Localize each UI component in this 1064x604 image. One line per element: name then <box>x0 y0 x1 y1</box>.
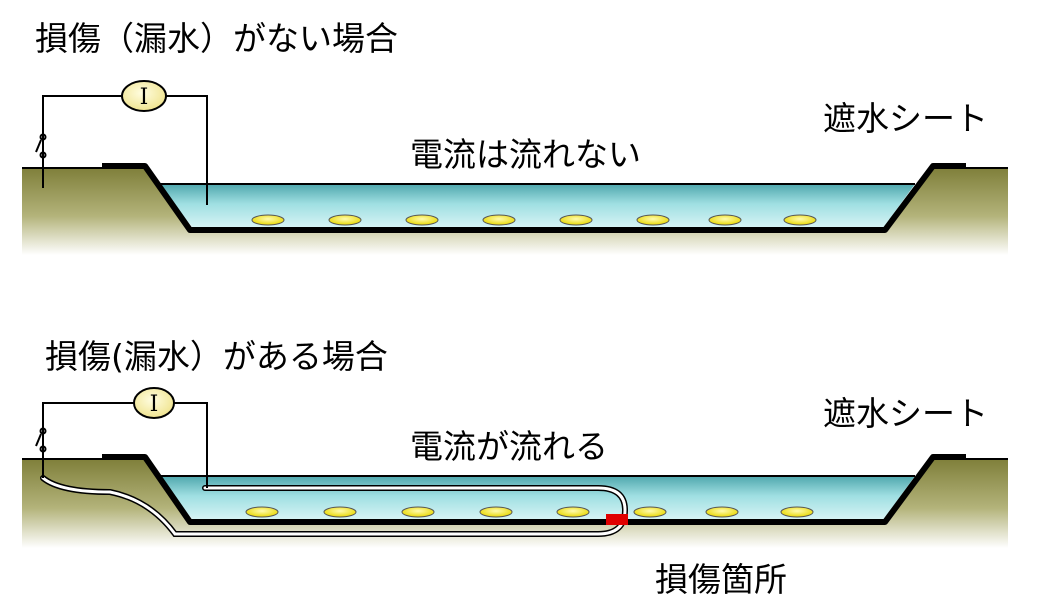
top-ammeter-icon: I <box>121 80 167 112</box>
electrode <box>405 214 439 226</box>
electrode <box>328 214 362 226</box>
bottom-ammeter-icon: I <box>133 387 175 419</box>
top-scene: I <box>22 80 1008 255</box>
top-switch-icon <box>35 128 47 188</box>
electrode <box>251 214 285 226</box>
svg-text:I: I <box>150 392 159 417</box>
electrode <box>482 214 516 226</box>
electrode <box>633 506 667 518</box>
bottom-scene: I <box>22 387 1008 548</box>
bottom-current-label: 電流が流れる <box>410 427 608 466</box>
electrode <box>783 214 817 226</box>
electrode <box>705 506 739 518</box>
svg-text:I: I <box>140 85 149 110</box>
top-sheet-label: 遮水シート <box>823 99 988 138</box>
top-ground <box>22 168 1008 255</box>
top-current-label: 電流は流れない <box>410 135 641 174</box>
electrode <box>559 214 593 226</box>
electrode <box>401 506 435 518</box>
top-title: 損傷（漏水）がない場合 <box>35 19 398 58</box>
bottom-sheet-label: 遮水シート <box>823 394 988 433</box>
electrode <box>245 506 279 518</box>
bottom-ground <box>22 459 1008 548</box>
top-electrodes <box>251 214 817 226</box>
damage-label: 損傷箇所 <box>655 560 787 599</box>
bottom-electrodes <box>245 506 814 518</box>
bottom-title: 損傷(漏水）がある場合 <box>45 337 388 376</box>
bottom-sheet <box>102 454 966 525</box>
electrode <box>556 506 590 518</box>
electrode <box>479 506 513 518</box>
bottom-switch-icon <box>35 420 47 478</box>
electrode <box>323 506 357 518</box>
electrode <box>708 214 742 226</box>
damage-point <box>606 514 628 525</box>
electrode <box>780 506 814 518</box>
top-sheet <box>102 163 966 233</box>
electrode <box>636 214 670 226</box>
